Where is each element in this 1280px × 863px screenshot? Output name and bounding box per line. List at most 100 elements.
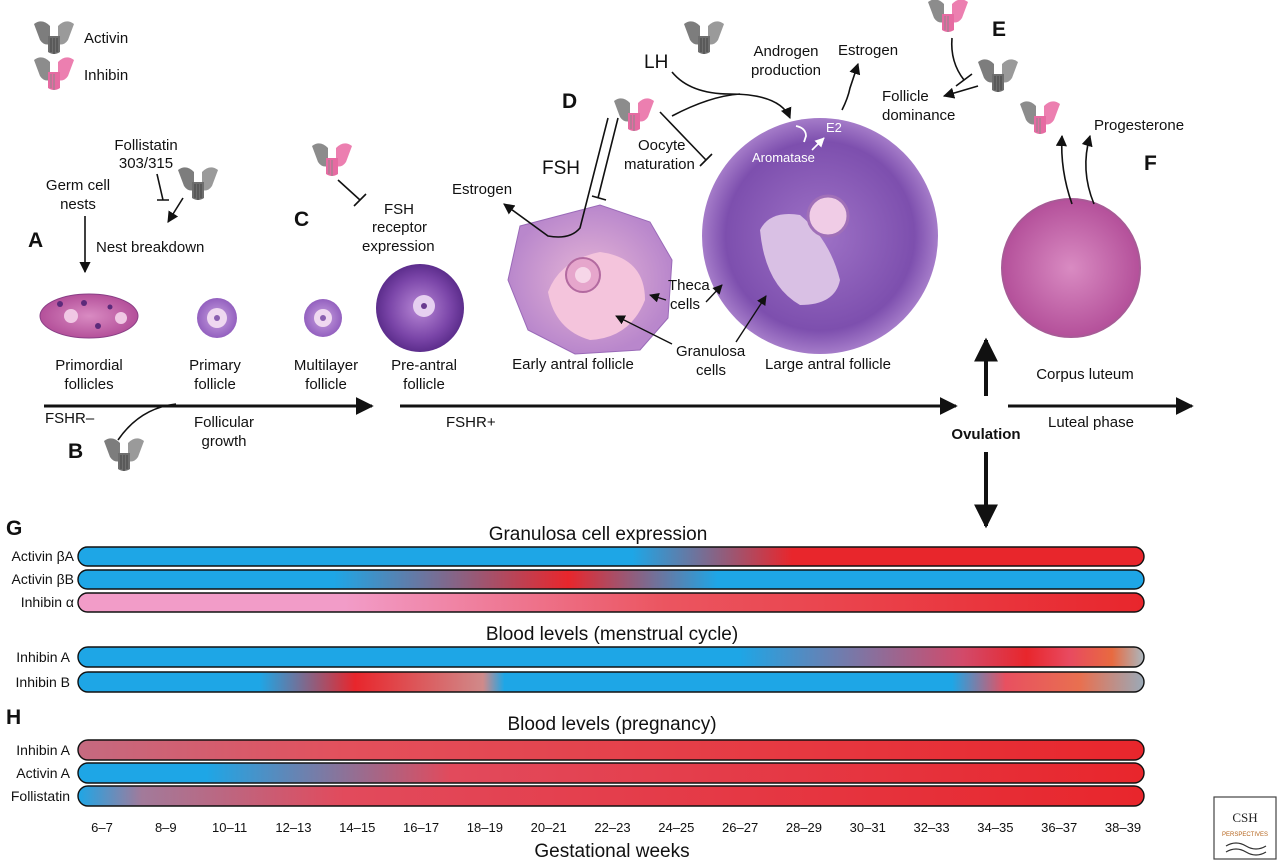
- stage-multilayer: Multilayer: [294, 357, 358, 374]
- row-label-activin-bb: Activin βB: [11, 571, 74, 587]
- inhibin-legend-icon: [33, 56, 75, 91]
- primordial-follicles-image: [39, 293, 139, 339]
- theca-arrow-right: [705, 284, 723, 303]
- preantral-follicle-image: [376, 264, 464, 352]
- stage-preantral-2: follicle: [403, 376, 445, 393]
- bar-inhibin-a-preg: [77, 739, 1145, 761]
- panel-f-letter: F: [1144, 152, 1157, 175]
- bar-inhibin-alpha: [77, 592, 1145, 613]
- inhibin-icon-f: [1019, 100, 1061, 135]
- follicle-dominance-label-2: dominance: [882, 107, 955, 124]
- stage-early-antral: Early antral follicle: [512, 356, 634, 373]
- bar-activin-bb: [77, 569, 1145, 590]
- activin-b-link: [117, 403, 177, 441]
- stage-primordial-2: follicles: [64, 376, 113, 393]
- x-tick-label: 20–21: [531, 820, 567, 835]
- oocyte-maturation-label: Oocyte: [638, 137, 686, 154]
- follicular-growth-label-2: growth: [201, 433, 246, 450]
- fshr-pos-label: FSHR+: [446, 414, 496, 431]
- e2-arrow: [811, 137, 825, 151]
- x-tick-label: 28–29: [786, 820, 822, 835]
- bar-activin-a-preg: [77, 762, 1145, 784]
- follistatin-label-2: 303/315: [119, 155, 173, 172]
- theca-cells-label: Theca: [668, 277, 710, 294]
- granulosa-arrow-left: [615, 315, 673, 345]
- activin-legend-label: Activin: [84, 30, 128, 47]
- inhibin-d-inhibit-fsh: [591, 117, 619, 201]
- follistatin-label: Follistatin: [114, 137, 177, 154]
- x-axis-label: Gestational weeks: [534, 841, 689, 862]
- inhibin-icon-c: [311, 142, 353, 177]
- fsh-receptor-label-3: expression: [362, 238, 435, 255]
- nest-breakdown-label: Nest breakdown: [96, 239, 204, 256]
- granulosa-arrow-right: [735, 295, 767, 343]
- x-tick-label: 12–13: [275, 820, 311, 835]
- follicle-dominance-label: Follicle: [882, 88, 929, 105]
- germ-cell-nests-label: Germ cell: [46, 177, 110, 194]
- activin-a-arrow: [167, 197, 184, 223]
- csh-perspectives-logo: CSH PERSPECTIVES: [1213, 796, 1277, 860]
- stage-large-antral: Large antral follicle: [765, 356, 891, 373]
- x-tick-label: 8–9: [155, 820, 177, 835]
- granulosa-cells-label: Granulosa: [676, 343, 746, 360]
- panel-g-letter: G: [6, 517, 22, 540]
- x-tick-label: 10–11: [212, 820, 247, 835]
- activin-icon-a: [177, 166, 219, 201]
- inhibin-e-inhibit: [950, 37, 973, 87]
- x-tick-label: 26–27: [722, 820, 758, 835]
- logo-text: CSH: [1232, 810, 1257, 825]
- panel-h-letter: H: [6, 706, 21, 729]
- x-tick-label: 32–33: [913, 820, 949, 835]
- x-tick-label: 38–39: [1105, 820, 1141, 835]
- e2-label: E2: [826, 120, 842, 135]
- progesterone-arrow: [1081, 134, 1095, 205]
- row-label-activin-ba: Activin βA: [11, 548, 74, 564]
- granulosa-cells-label-2: cells: [696, 362, 726, 379]
- inhibin-d-inhibit-right: [659, 111, 713, 167]
- panel-c-letter: C: [294, 208, 309, 231]
- lh-label: LH: [644, 52, 668, 73]
- follicular-growth-label: Follicular: [194, 414, 254, 431]
- x-tick-label: 36–37: [1041, 820, 1077, 835]
- primary-follicle-image: [197, 298, 237, 338]
- stage-multilayer-2: follicle: [305, 376, 347, 393]
- fsh-label: FSH: [542, 158, 580, 179]
- activin-icon-d: [683, 20, 725, 55]
- logo-subtext: PERSPECTIVES: [1222, 832, 1268, 838]
- x-tick-label: 34–35: [977, 820, 1013, 835]
- inhibin-c-inhibit: [337, 179, 367, 207]
- inhibin-to-lh-link: [671, 93, 741, 117]
- row-label-inhibin-alpha: Inhibin α: [21, 594, 74, 610]
- androgen-production-label: Androgen: [753, 43, 818, 60]
- inhibin-legend-label: Inhibin: [84, 67, 128, 84]
- fsh-receptor-label: FSH: [384, 201, 414, 218]
- theca-cells-label-2: cells: [670, 296, 700, 313]
- large-antral-follicle-image: [702, 118, 938, 354]
- androgen-production-label-2: production: [751, 62, 821, 79]
- activin-e-arrow: [942, 85, 979, 99]
- x-tick-label: 18–19: [467, 820, 503, 835]
- luteal-phase-label: Luteal phase: [1048, 414, 1134, 431]
- stage-primary: Primary: [189, 357, 241, 374]
- estrogen-left-label: Estrogen: [452, 181, 512, 198]
- stage-corpus-luteum: Corpus luteum: [1036, 366, 1134, 383]
- progesterone-label: Progesterone: [1094, 117, 1184, 134]
- estrogen-top-arrow: [841, 62, 861, 111]
- stage-primary-2: follicle: [194, 376, 236, 393]
- row-label-follistatin-preg: Follistatin: [11, 788, 70, 804]
- androgen-bracket: [795, 125, 807, 143]
- germ-cell-nests-label-2: nests: [60, 196, 96, 213]
- x-tick-label: 24–25: [658, 820, 694, 835]
- x-tick-label: 30–31: [850, 820, 886, 835]
- x-tick-label: 14–15: [339, 820, 375, 835]
- bar-follistatin-preg: [77, 785, 1145, 807]
- oocyte-maturation-label-2: maturation: [624, 156, 695, 173]
- inhibin-icon-d: [613, 97, 655, 132]
- row-label-inhibin-a-cycle: Inhibin A: [16, 649, 70, 665]
- row-label-inhibin-a-preg: Inhibin A: [16, 742, 70, 758]
- row-label-inhibin-b-cycle: Inhibin B: [16, 674, 70, 690]
- fshr-neg-label: FSHR–: [45, 410, 95, 427]
- inhibin-icon-e: [927, 0, 969, 33]
